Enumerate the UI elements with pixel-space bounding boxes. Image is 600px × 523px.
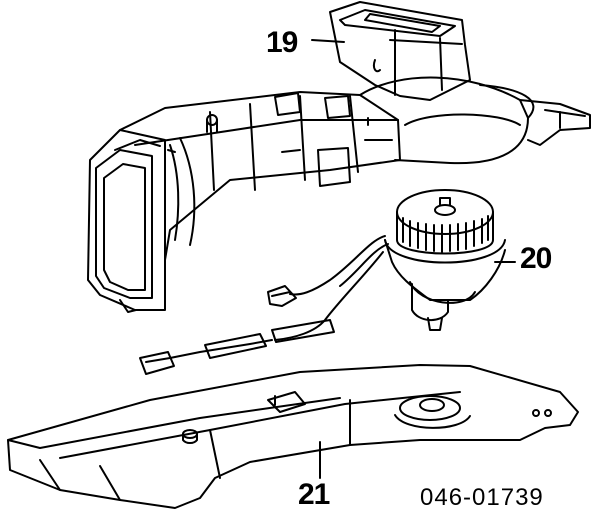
callout-21: 21 xyxy=(298,478,330,511)
heater-duct-assembly xyxy=(87,1,591,313)
blower-motor-assembly xyxy=(139,189,516,375)
diagram-code: 046-01739 xyxy=(420,484,544,511)
callout-19: 19 xyxy=(266,26,298,59)
cowl-panel xyxy=(7,364,579,509)
callout-20: 20 xyxy=(520,242,552,275)
